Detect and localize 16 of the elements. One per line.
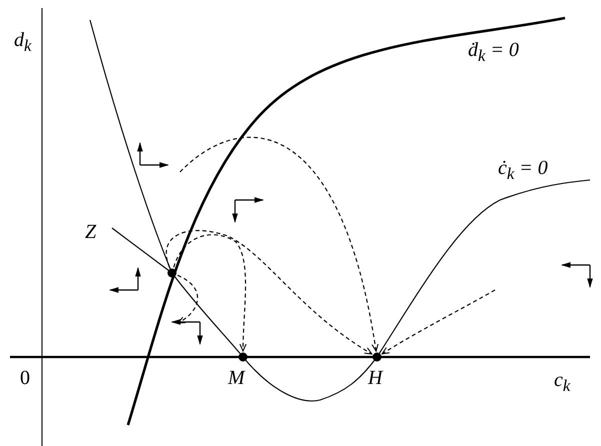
point-label: Z (85, 222, 96, 242)
curve-label: ċ$_{k}$ = 0 (498, 158, 548, 183)
trajectory-arrow (166, 230, 372, 354)
axis-label: c$_{k}$ (554, 370, 570, 395)
trajectory-arrow (177, 274, 198, 324)
point-marker (238, 352, 248, 362)
point-marker (168, 268, 176, 278)
trajectory-arrow (180, 136, 378, 352)
point-label: M (228, 368, 245, 388)
origin-label: 0 (20, 368, 30, 388)
curve-label: ḋ$_{k}$ = 0 (468, 40, 519, 65)
trajectory-arrow (173, 234, 247, 352)
point-label: H (368, 368, 382, 388)
point-marker (372, 352, 382, 362)
trajectory-arrow (382, 290, 496, 354)
axis-label: d$_{k}$ (14, 30, 32, 55)
